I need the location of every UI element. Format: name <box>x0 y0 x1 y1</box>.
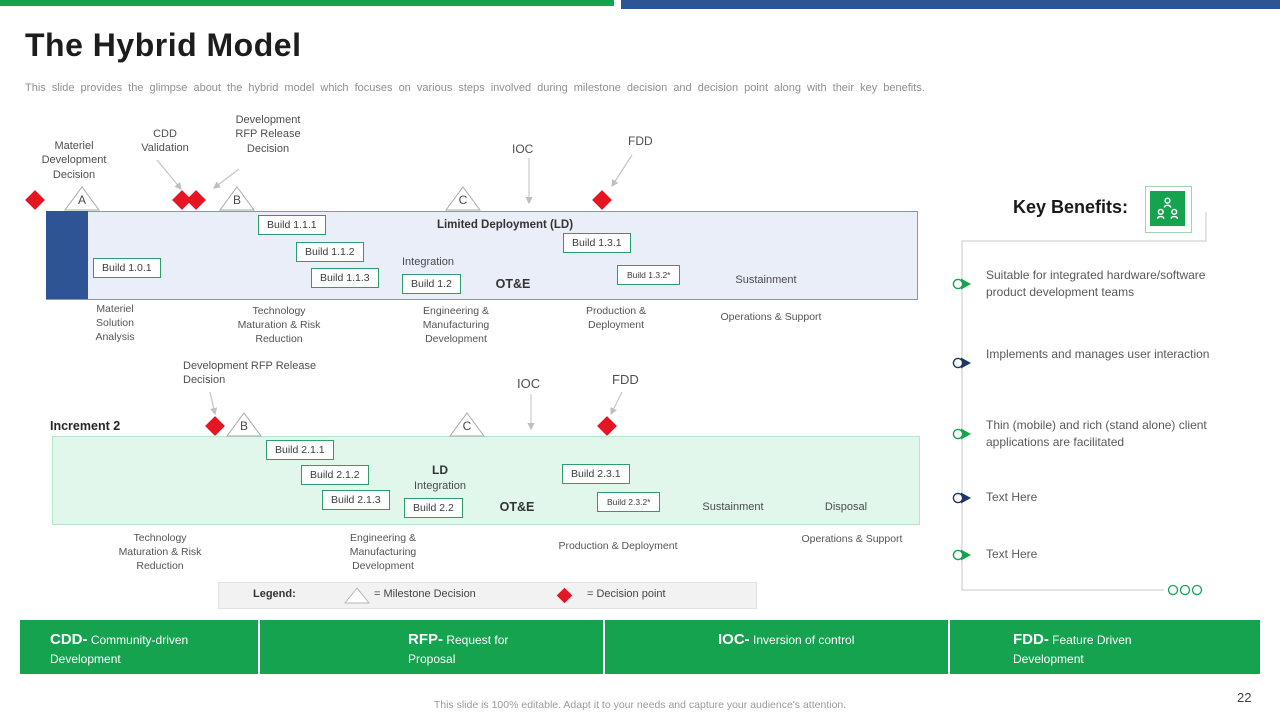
decision-point-diamond <box>25 190 45 210</box>
benefit-bullet-icon <box>952 427 974 441</box>
benefit-bullet-icon <box>952 277 974 291</box>
definitions-bar: CDD- Community-driven Development RFP- R… <box>20 620 1260 674</box>
top-accent-bar-blue <box>621 0 1280 9</box>
page-title: The Hybrid Model <box>25 27 302 63</box>
sustainment-label-2: Sustainment <box>702 501 764 513</box>
benefit-item: Text Here <box>986 547 1038 561</box>
ote-label: OT&E <box>495 277 531 291</box>
divider <box>603 620 605 674</box>
build-box: Build 1.0.1 <box>93 258 161 278</box>
build-box: Build 1.1.3 <box>311 268 379 288</box>
ld-label: LD <box>432 463 448 477</box>
benefit-bullet-icon <box>952 548 974 562</box>
integration-label: Integration <box>402 256 454 268</box>
increment2-title: Increment 2 <box>50 419 121 433</box>
legend-milestone-text: = Milestone Decision <box>374 588 476 600</box>
milestone-triangle-b2: B <box>226 412 262 437</box>
legend-label: Legend: <box>253 588 296 600</box>
decision-point-icon <box>556 587 573 604</box>
phase2-operations-support: Operations & Support <box>801 533 903 545</box>
team-hierarchy-icon <box>1145 186 1192 233</box>
phase2-engineering-manufacturing: Engineering & Manufacturing Development <box>349 532 417 573</box>
footer-note: This slide is 100% editable. Adapt it to… <box>433 699 847 711</box>
definition-cdd: CDD- Community-driven Development <box>50 631 189 666</box>
benefit-bullet-icon <box>952 356 974 370</box>
phase2-production-deployment: Production & Deployment <box>558 540 678 552</box>
milestone-triangle-c: C <box>445 186 481 211</box>
milestone-triangle-a: A <box>64 186 100 211</box>
legend-bar: Legend: = Milestone Decision = Decision … <box>218 582 757 609</box>
disposal-label: Disposal <box>824 501 868 513</box>
callout-ioc-2: IOC <box>517 376 541 391</box>
phase-technology-maturation: Technology Maturation & Risk Reduction <box>237 305 321 346</box>
callout-cdd-validation: CDD Validation <box>141 128 189 155</box>
phase2-technology-maturation: Technology Maturation & Risk Reduction <box>118 532 202 573</box>
phase-production-deployment: Production & Deployment <box>585 305 647 332</box>
build-box: Build 1.1.2 <box>296 242 364 262</box>
benefit-item: Implements and manages user interaction <box>986 347 1210 361</box>
limited-deployment-label: Limited Deployment (LD) <box>436 219 574 231</box>
page-subtitle: This slide provides the glimpse about th… <box>25 82 925 94</box>
build-box: Build 1.3.1 <box>563 233 631 253</box>
divider <box>258 620 260 674</box>
decision-point-diamond <box>205 416 225 436</box>
callout-fdd: FDD <box>628 134 653 148</box>
legend-decision-text: = Decision point <box>587 588 666 600</box>
key-benefits-title: Key Benefits: <box>1013 197 1129 217</box>
definition-fdd: FDD- Feature Driven Development <box>1013 631 1132 666</box>
materiel-solution-block <box>46 211 88 299</box>
build-box: Build 2.1.2 <box>301 465 369 485</box>
benefit-item: Text Here <box>986 490 1038 504</box>
build-box: Build 2.2 <box>404 498 463 518</box>
milestone-triangle-b: B <box>219 186 255 211</box>
milestone-triangle-icon <box>344 587 370 604</box>
build-box: Build 1.2 <box>402 274 461 294</box>
build-box: Build 1.1.1 <box>258 215 326 235</box>
increment2-band <box>52 436 920 525</box>
decision-point-diamond <box>186 190 206 210</box>
benefit-item: Suitable for integrated hardware/softwar… <box>986 268 1206 300</box>
phase-engineering-manufacturing: Engineering & Manufacturing Development <box>422 305 490 346</box>
integration-label-2: Integration <box>414 480 466 492</box>
build-box: Build 2.3.1 <box>562 464 630 484</box>
phase-materiel-solution-analysis: Materiel Solution Analysis <box>95 303 135 344</box>
callout-development-rfp-release-decision-2: Development RFP Release Decision <box>183 360 317 387</box>
decision-point-diamond-fdd-2 <box>597 416 617 436</box>
increment1-band <box>46 211 918 300</box>
benefit-item: Thin (mobile) and rich (stand alone) cli… <box>986 418 1207 450</box>
ote-label-2: OT&E <box>499 500 535 514</box>
definition-rfp: RFP- Request for Proposal <box>408 631 509 666</box>
divider <box>948 620 950 674</box>
callout-development-rfp-release-decision: Development RFP Release Decision <box>235 114 301 155</box>
callout-materiel-development-decision: Materiel Development Decision <box>41 140 107 181</box>
callout-fdd-2: FDD <box>612 372 639 387</box>
benefit-bullet-icon <box>952 491 974 505</box>
build-box: Build 2.3.2* <box>597 492 661 512</box>
phase-operations-support: Operations & Support <box>720 311 822 323</box>
decision-point-diamond-fdd <box>592 190 612 210</box>
page-number: 22 <box>1237 690 1252 705</box>
build-box: Build 2.1.3 <box>322 490 390 510</box>
milestone-triangle-c2: C <box>449 412 485 437</box>
callout-ioc: IOC <box>512 142 534 156</box>
team-hierarchy-icon-glyph <box>1150 191 1185 226</box>
build-box: Build 2.1.1 <box>266 440 334 460</box>
top-accent-bar-green <box>0 0 614 6</box>
sustainment-label: Sustainment <box>735 274 797 286</box>
definition-ioc: IOC- Inversion of control <box>718 631 855 648</box>
build-box: Build 1.3.2* <box>617 265 681 285</box>
